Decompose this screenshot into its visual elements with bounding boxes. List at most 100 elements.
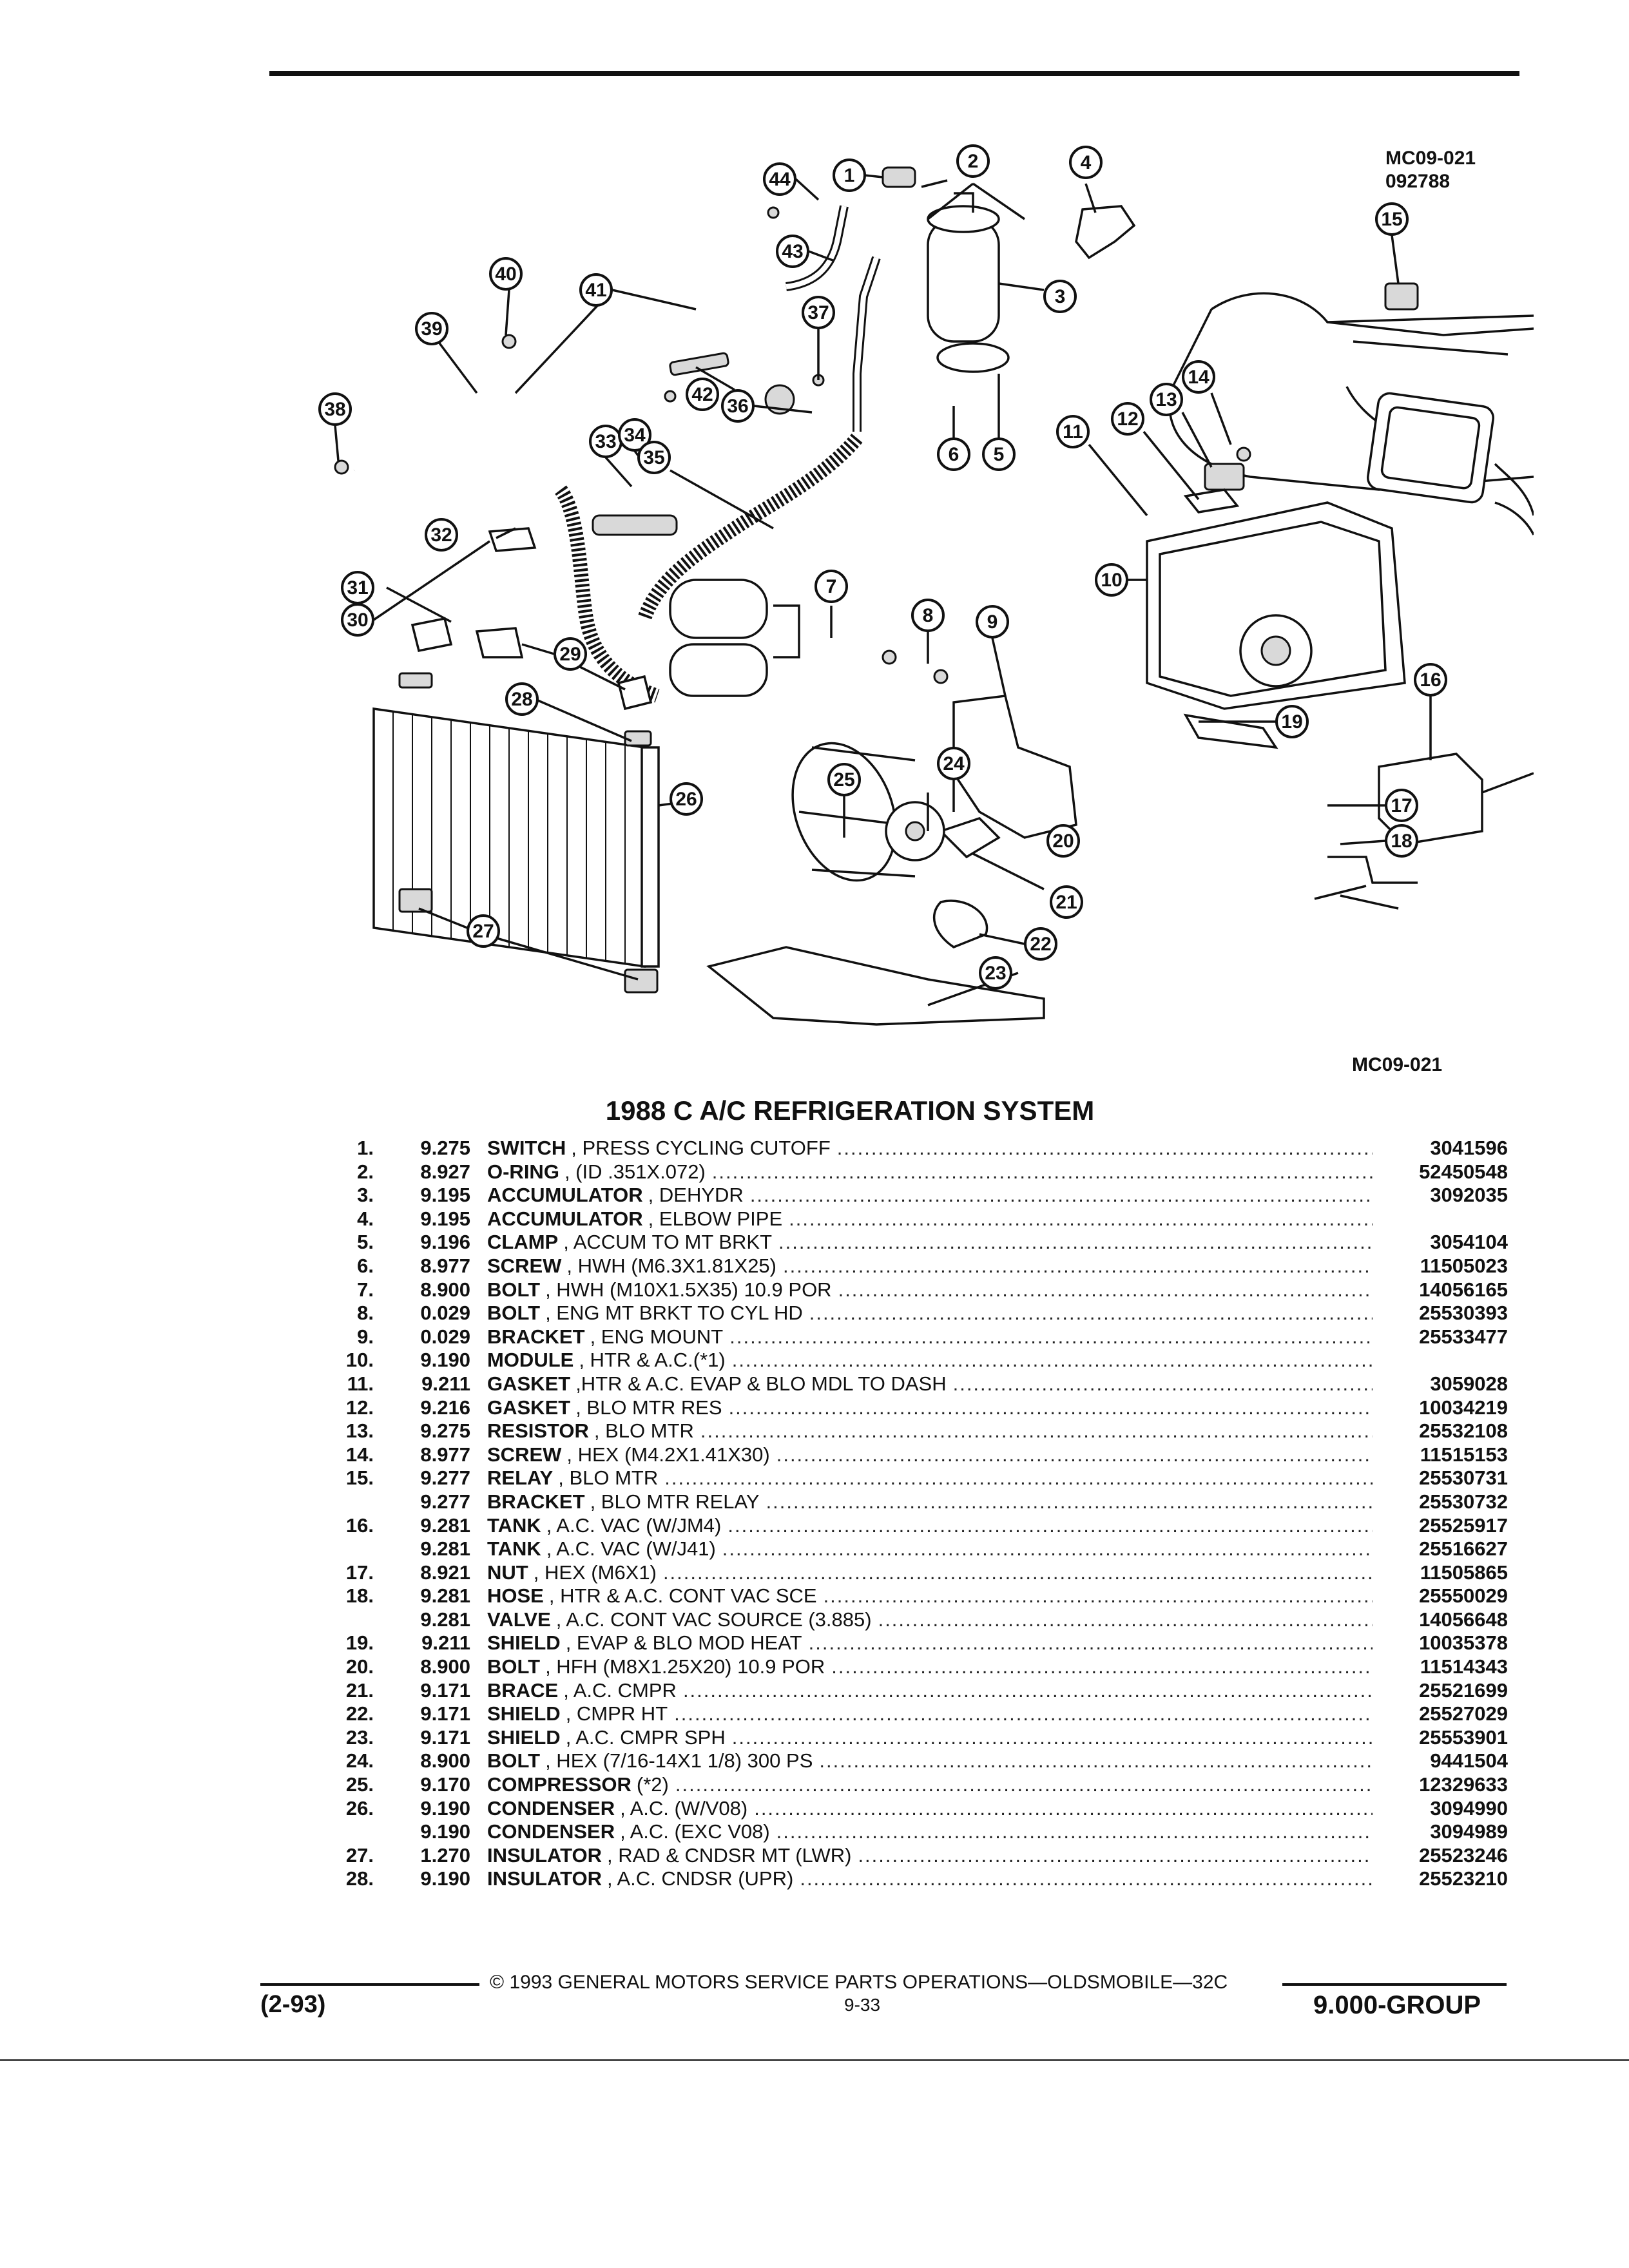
- part-detail: , A.C. (EXC V08): [620, 1820, 770, 1843]
- callout-6: 6: [937, 437, 970, 471]
- group-number: 9.281: [420, 1584, 470, 1608]
- insulators: [398, 527, 659, 994]
- part-description: BOLT, ENG MT BRKT TO CYL HD: [487, 1302, 1373, 1325]
- callout-circle: [554, 637, 587, 671]
- callout-circle: [1043, 280, 1077, 313]
- callout-43: 43: [776, 235, 809, 268]
- callout-label: 5: [994, 444, 1005, 465]
- group-number: 9.211: [421, 1372, 470, 1395]
- group-number: 9.277: [420, 1490, 470, 1513]
- part-detail: , PRESS CYCLING CUTOFF: [571, 1137, 831, 1159]
- part-name: BRACKET: [487, 1490, 585, 1513]
- callout-label: 7: [826, 576, 837, 597]
- group-number: 8.927: [420, 1160, 470, 1183]
- part-description: SCREW, HEX (M4.2X1.41X30): [487, 1443, 1373, 1466]
- callout-label: 33: [595, 431, 616, 452]
- part-number: 11505865: [1420, 1561, 1508, 1584]
- part-number: 11515153: [1420, 1443, 1508, 1466]
- callout-circle: [670, 782, 703, 816]
- item-number: 22.: [345, 1702, 374, 1725]
- callout-9: 9: [976, 605, 1009, 639]
- callout-label: 31: [347, 577, 368, 599]
- callout-22: 22: [1024, 927, 1057, 961]
- callout-circle: [1050, 885, 1083, 919]
- part-description: VALVE, A.C. CONT VAC SOURCE (3.885): [487, 1608, 1373, 1631]
- callout-23: 23: [979, 956, 1012, 990]
- callout-label: 32: [430, 524, 452, 546]
- callout-circle: [937, 437, 970, 471]
- part-description: SHIELD, CMPR HT: [487, 1702, 1373, 1725]
- footer-rule-right: [1282, 1983, 1507, 1986]
- callout-label: 34: [624, 425, 646, 446]
- callout-label: 25: [833, 769, 854, 791]
- callout-circle: [763, 162, 796, 196]
- callout-circle: [1182, 360, 1215, 394]
- callout-34: 34: [618, 418, 651, 452]
- part-number: 25530393: [1419, 1302, 1508, 1325]
- item-number: 15.: [345, 1466, 374, 1490]
- callout-label: 43: [782, 241, 803, 262]
- item-number: 10.: [345, 1349, 374, 1372]
- dot-leader: [658, 1466, 1373, 1490]
- part-number: 25553901: [1419, 1725, 1508, 1749]
- callout-19: 19: [1275, 705, 1309, 738]
- part-detail: , ENG MOUNT: [590, 1325, 724, 1348]
- part-description: BOLT, HWH (M10X1.5X35) 10.9 POR: [487, 1278, 1373, 1302]
- callout-label: 3: [1055, 286, 1066, 307]
- callout-label: 13: [1155, 389, 1177, 410]
- part-description: CONDENSER, A.C. (EXC V08): [487, 1820, 1373, 1843]
- callout-label: 39: [421, 318, 442, 340]
- part-name: GASKET: [487, 1372, 571, 1395]
- vacuum-hose: [1314, 856, 1418, 900]
- group-number: 0.029: [420, 1302, 470, 1325]
- callout-label: 19: [1281, 711, 1302, 733]
- callout-circle: [827, 763, 861, 796]
- part-number: 3094990: [1430, 1796, 1508, 1820]
- callout-circle: [815, 570, 848, 603]
- part-name: CONDENSER: [487, 1796, 615, 1820]
- callout-8: 8: [911, 599, 945, 632]
- dot-leader: [722, 1396, 1373, 1419]
- part-description: O-RING, (ID .351X.072): [487, 1160, 1373, 1184]
- item-number: 16.: [345, 1514, 374, 1537]
- part-detail: , A.C. CNDSR (UPR): [606, 1867, 794, 1890]
- part-number: 3054104: [1430, 1231, 1508, 1254]
- group-number: 9.216: [420, 1396, 470, 1419]
- part-detail: , HEX (M6X1): [533, 1561, 657, 1584]
- callout-label: 4: [1081, 152, 1092, 173]
- part-description: COMPRESSOR(*2): [487, 1773, 1373, 1796]
- callout-24: 24: [937, 747, 970, 780]
- callout-label: 14: [1188, 367, 1210, 388]
- callout-circle: [637, 441, 671, 474]
- callout-41: 41: [579, 273, 613, 307]
- callout-27: 27: [467, 914, 500, 948]
- part-detail: , BLO MTR RELAY: [590, 1490, 760, 1513]
- dot-leader: [726, 1349, 1373, 1372]
- dot-leader: [669, 1773, 1373, 1796]
- part-detail: , ELBOW PIPE: [648, 1207, 783, 1230]
- part-description: INSULATOR, A.C. CNDSR (UPR): [487, 1867, 1373, 1890]
- part-number: 3092035: [1430, 1184, 1508, 1207]
- dot-leader: [677, 1679, 1373, 1702]
- callout-12: 12: [1111, 402, 1144, 436]
- part-description: ACCUMULATOR, ELBOW PIPE: [487, 1207, 1373, 1231]
- part-detail: ,HTR & A.C. EVAP & BLO MDL TO DASH: [575, 1372, 947, 1395]
- part-number: 14056165: [1419, 1278, 1508, 1301]
- part-name: SCREW: [487, 1254, 562, 1277]
- callout-circle: [618, 418, 651, 452]
- callout-circle: [579, 273, 613, 307]
- dot-leader: [770, 1820, 1373, 1843]
- part-detail: , A.C. VAC (W/J41): [546, 1537, 716, 1561]
- callout-circle: [937, 747, 970, 780]
- hose-assembly: [352, 205, 881, 703]
- group-number: 9.190: [420, 1820, 470, 1843]
- callout-28: 28: [505, 682, 539, 716]
- part-number: 25533477: [1419, 1325, 1508, 1348]
- callout-30: 30: [341, 603, 374, 637]
- part-description: INSULATOR, RAD & CNDSR MT (LWR): [487, 1844, 1373, 1867]
